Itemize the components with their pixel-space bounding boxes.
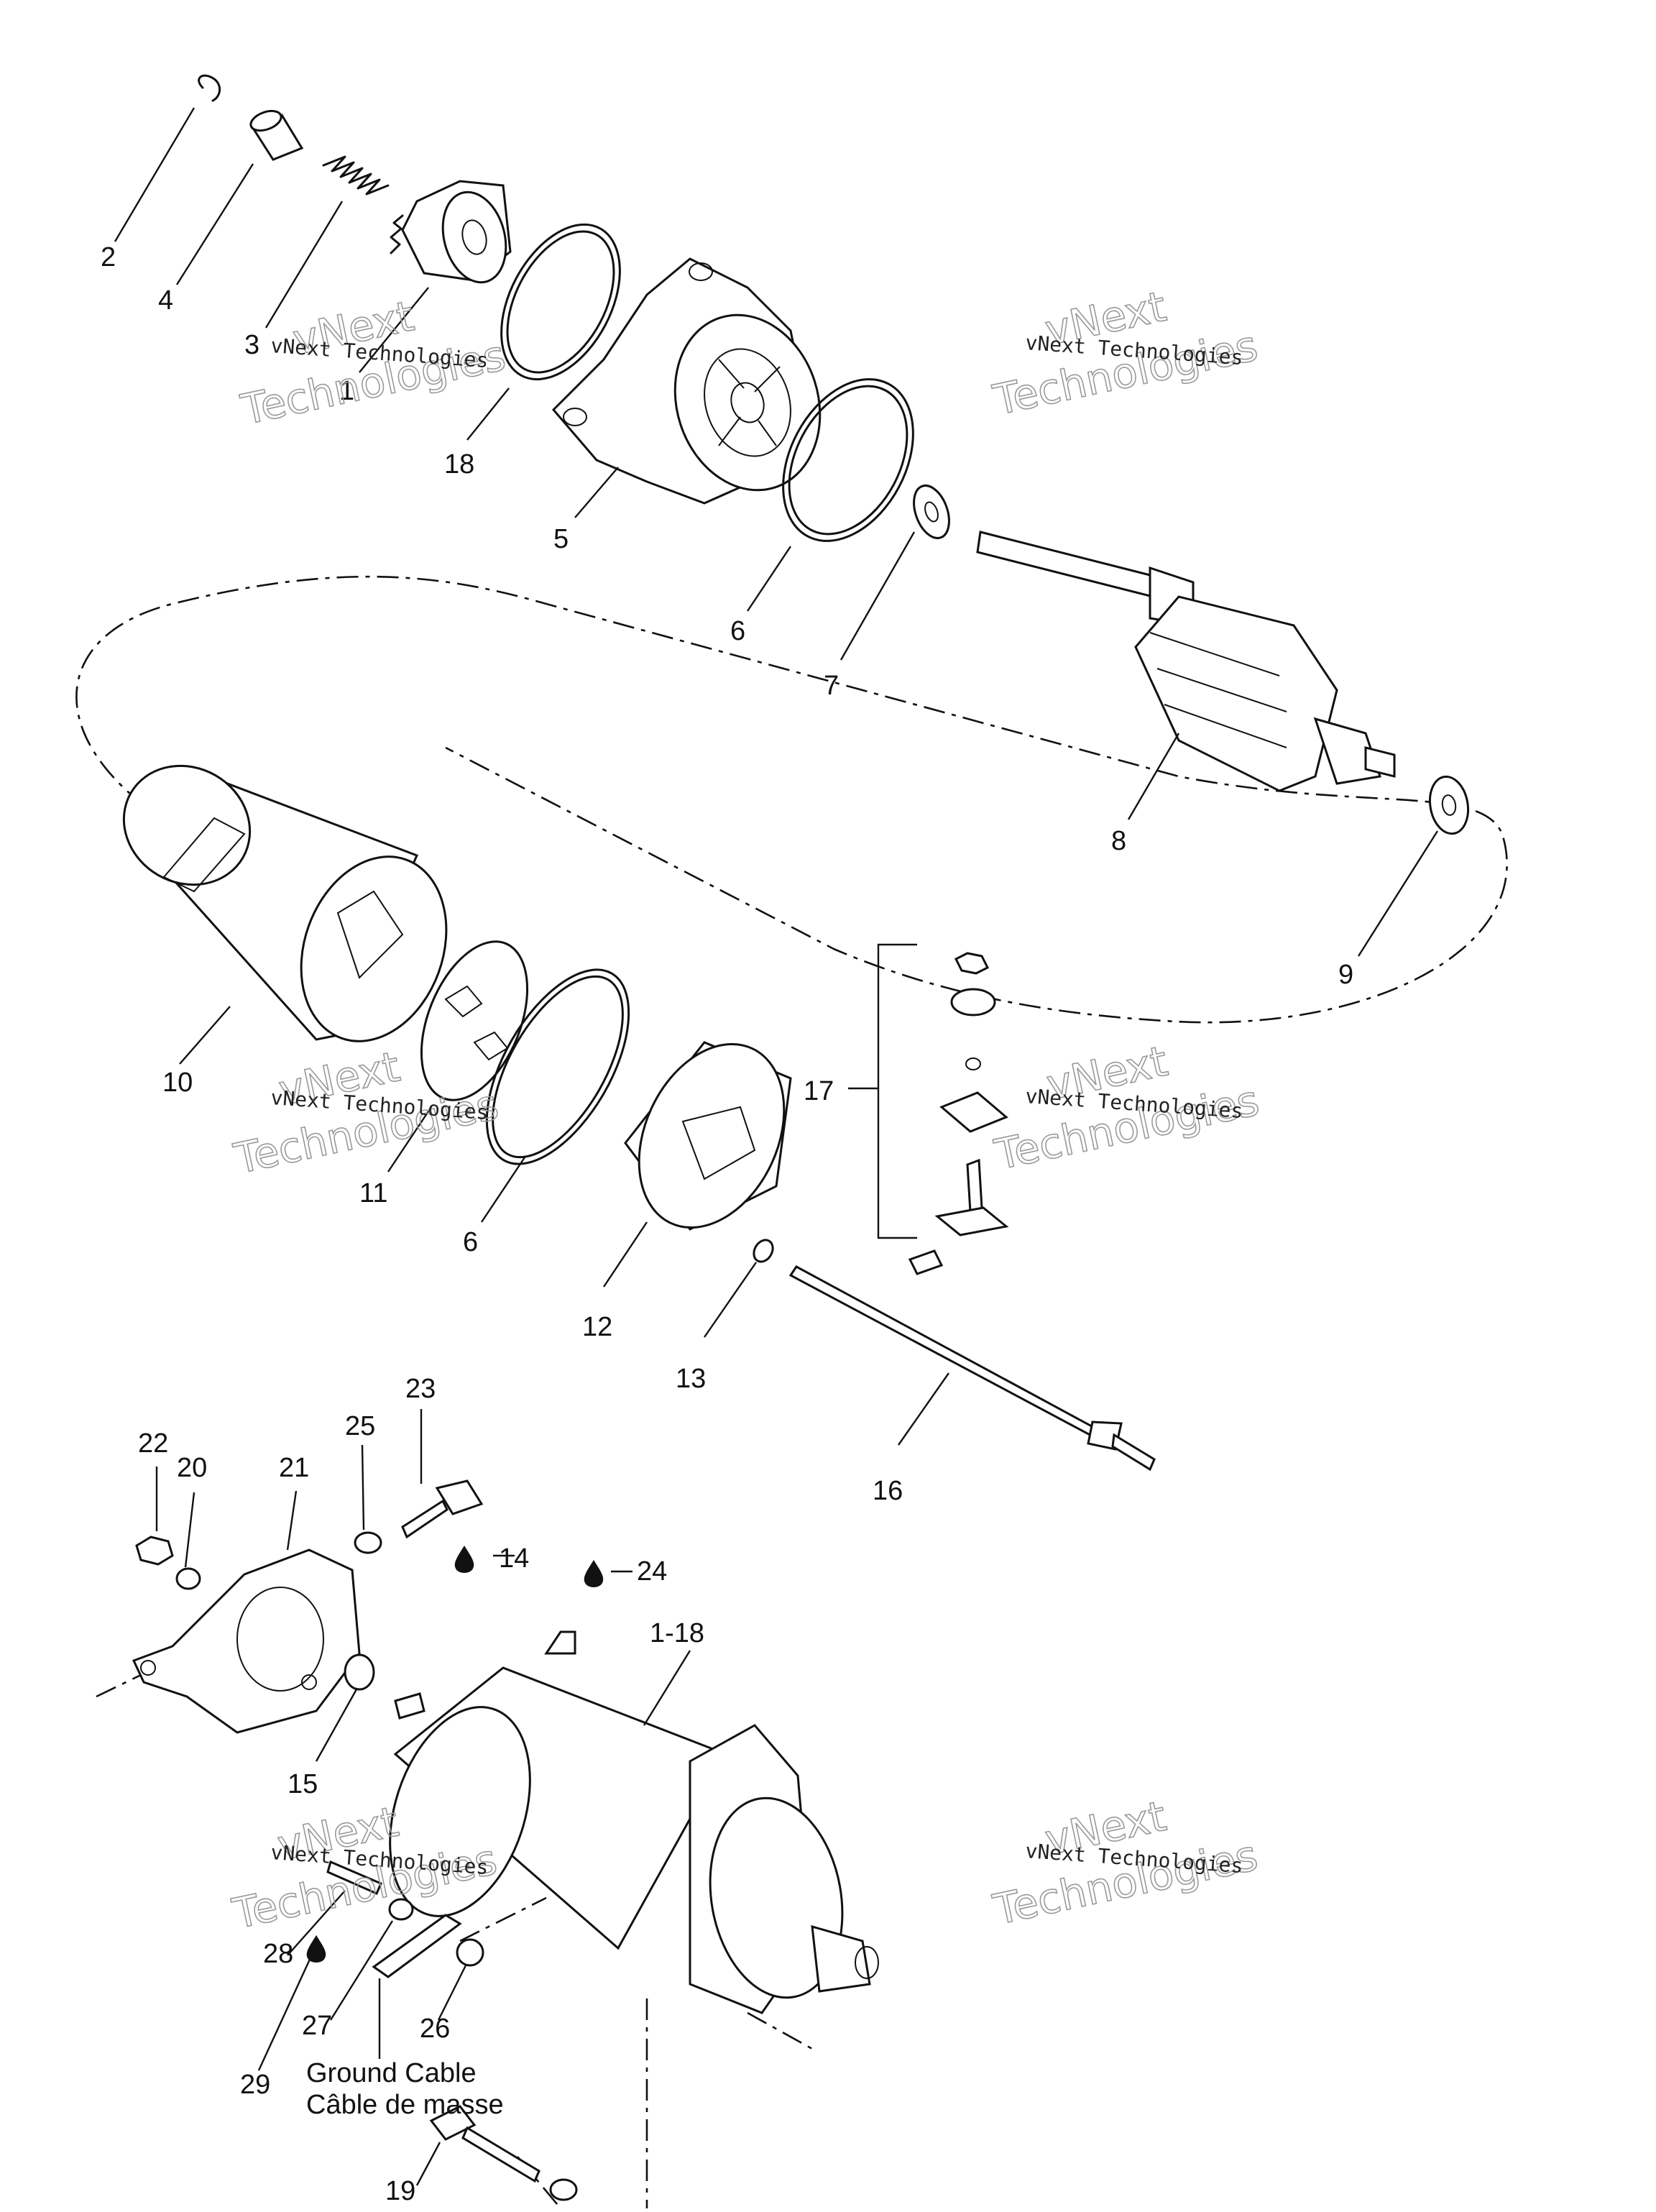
callout-5: 5 [553, 524, 569, 554]
callout-24: 24 [637, 1556, 667, 1587]
o-ring-upper [782, 378, 914, 542]
washer-lower [1428, 775, 1470, 835]
callout-11: 11 [359, 1178, 387, 1208]
callout-29: 29 [240, 2070, 270, 2100]
washer-upper [913, 485, 950, 539]
mount-dash-left [96, 1674, 142, 1698]
callout-10: 10 [162, 1068, 193, 1098]
callout-1: 1 [339, 376, 354, 406]
mount-dash-right [747, 2011, 813, 2050]
lock-washer-small [175, 1567, 201, 1590]
starter-assembly [389, 1630, 879, 2014]
washer-bottom [549, 2178, 578, 2201]
lock-washer-cable [388, 1898, 414, 1921]
washer-mount [344, 1653, 375, 1691]
callout-23: 23 [405, 1374, 436, 1404]
ground-cable-label-fr: Câble de masse [306, 2090, 504, 2120]
washer-flat [354, 1531, 382, 1554]
callout-25: 25 [345, 1411, 375, 1441]
callout-9: 9 [1338, 960, 1353, 990]
end-cover [624, 1041, 792, 1231]
callout-14: 14 [499, 1543, 529, 1574]
callout-4: 4 [158, 285, 173, 316]
mounting-bracket [132, 1548, 361, 1734]
oil-drop-icon [306, 1935, 326, 1963]
callout-1-18: 1-18 [650, 1618, 704, 1648]
terminal-kit-parts [908, 952, 1009, 1275]
through-bolt [788, 1265, 1156, 1472]
callout-28: 28 [263, 1939, 293, 1969]
callout-3: 3 [244, 330, 259, 360]
leader-lines [114, 107, 1439, 2186]
callout-17: 17 [804, 1076, 834, 1106]
callout-12: 12 [582, 1312, 612, 1342]
callout-18: 18 [444, 449, 474, 479]
callout-20: 20 [177, 1453, 207, 1483]
retaining-ring [198, 74, 221, 102]
callout-27: 27 [302, 2011, 332, 2041]
o-ring-large [500, 223, 621, 381]
callout-26: 26 [420, 2014, 450, 2044]
ground-cable-label-en: Ground Cable [306, 2058, 477, 2088]
drive-assembly [390, 180, 512, 284]
bolt [401, 1479, 484, 1539]
drive-housing [551, 257, 822, 505]
callout-6-upper: 6 [730, 616, 745, 646]
screw-ground [326, 1860, 382, 1895]
callout-8: 8 [1111, 826, 1126, 856]
callout-16: 16 [873, 1476, 903, 1506]
callout-21: 21 [279, 1453, 309, 1483]
oil-drop-icon [454, 1546, 474, 1573]
callout-22: 22 [138, 1428, 168, 1459]
callout-19: 19 [385, 2176, 415, 2206]
mount-bolt [429, 2105, 540, 2183]
callout-13: 13 [676, 1364, 706, 1394]
o-ring-small [753, 1239, 774, 1263]
yoke-housing [122, 764, 448, 1042]
armature-group-outline [75, 575, 1508, 1024]
spring [322, 155, 390, 196]
collar [249, 109, 304, 161]
oil-drop-icon [584, 1560, 604, 1587]
terminal-kit-bracket [848, 943, 917, 1239]
callout-6-lower: 6 [463, 1227, 478, 1257]
callout-2: 2 [101, 242, 116, 272]
callout-15: 15 [288, 1769, 318, 1799]
callout-labels: 2 4 3 1 18 5 6 7 8 9 10 11 6 12 13 16 17… [101, 242, 1353, 2206]
callout-7: 7 [824, 671, 839, 701]
mount-dash-mid [459, 1896, 547, 1942]
armature [976, 531, 1396, 792]
star-washer [456, 1938, 484, 1967]
hex-nut [135, 1536, 174, 1566]
o-ring-lower [485, 968, 630, 1165]
ground-cable [372, 1914, 462, 1978]
